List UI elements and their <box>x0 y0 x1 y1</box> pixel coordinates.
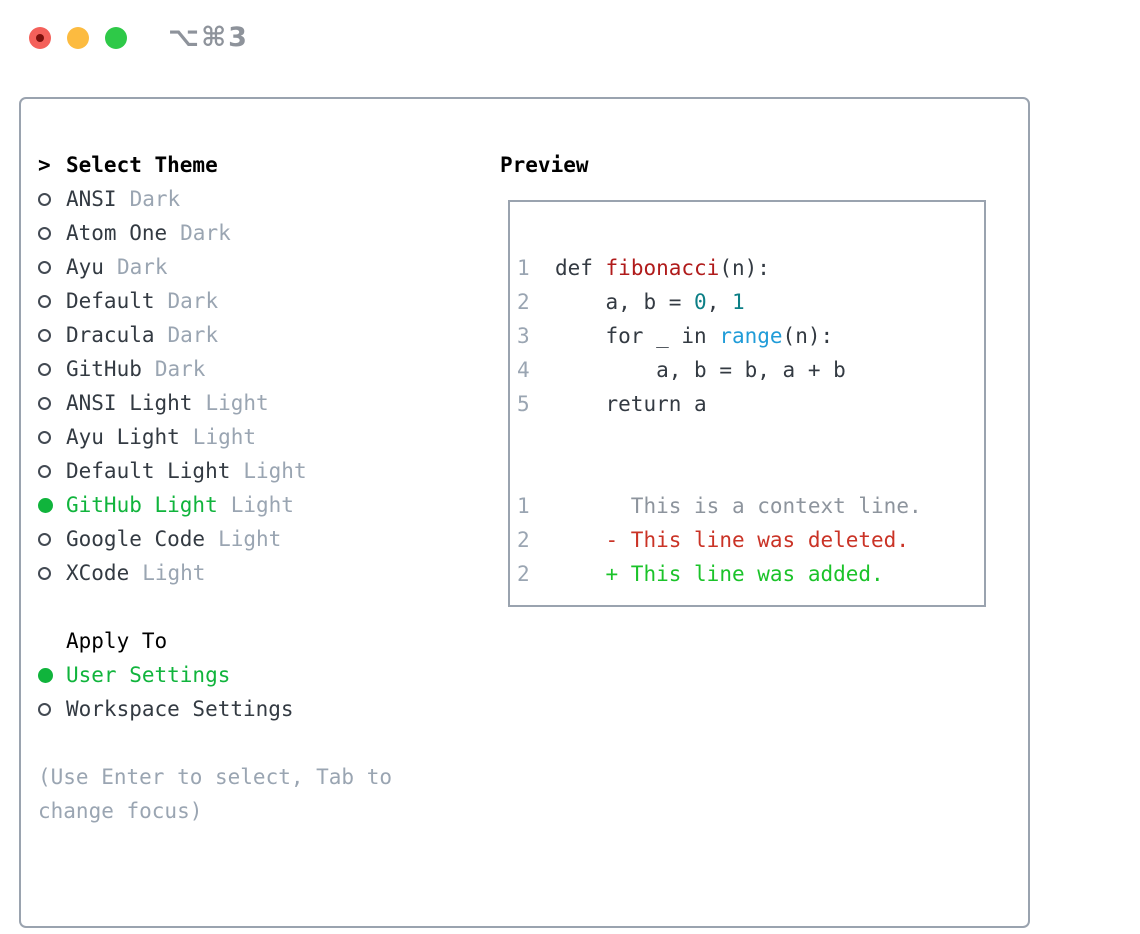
highlighted-code-sample: 1 def fibonacci(n): 2 a, b = 0, 1 3 for … <box>517 256 922 586</box>
radio-selected-icon <box>38 667 53 683</box>
apply-option-name: User Settings <box>66 663 231 687</box>
theme-name: Ayu <box>66 255 104 279</box>
theme-name: Default <box>66 289 155 313</box>
theme-option-ayu[interactable]: Ayu Dark <box>38 250 500 284</box>
apply-option-user-settings[interactable]: User Settings <box>38 658 500 692</box>
theme-variant-tag: Dark <box>180 221 231 245</box>
theme-option-atom-one[interactable]: Atom One Dark <box>38 216 500 250</box>
radio-unselected-icon <box>38 328 51 342</box>
theme-option-default-light[interactable]: Default Light Light <box>38 454 500 488</box>
radio-unselected-icon <box>38 294 51 308</box>
keyboard-hint-line1: (Use Enter to select, Tab to <box>38 765 393 789</box>
theme-option-google-code[interactable]: Google Code Light <box>38 522 500 556</box>
theme-variant-tag: Light <box>218 527 282 551</box>
unsaved-dot-icon <box>36 34 44 42</box>
radio-unselected-icon <box>38 192 51 206</box>
radio-unselected-icon <box>38 702 51 716</box>
close-icon[interactable] <box>29 27 51 49</box>
minimize-icon[interactable] <box>67 27 89 49</box>
theme-option-ansi[interactable]: ANSI Dark <box>38 182 500 216</box>
code-preview-box: 1 def fibonacci(n): 2 a, b = 0, 1 3 for … <box>508 200 986 607</box>
theme-option-dracula[interactable]: Dracula Dark <box>38 318 500 352</box>
theme-variant-tag: Light <box>205 391 269 415</box>
spacer <box>38 590 500 624</box>
theme-variant-tag: Dark <box>167 289 219 313</box>
titlebar: ⌥⌘3 <box>0 0 1140 75</box>
radio-unselected-icon <box>38 532 51 546</box>
radio-unselected-icon <box>38 260 51 274</box>
theme-variant-tag: Light <box>243 459 307 483</box>
apply-to-header: Apply To <box>38 624 500 658</box>
theme-option-github-light[interactable]: GitHub Light Light <box>38 488 500 522</box>
theme-name: Ayu Light <box>66 425 180 449</box>
radio-selected-icon <box>38 497 53 513</box>
radio-unselected-icon <box>38 464 51 478</box>
theme-variant-tag: Dark <box>167 323 219 347</box>
radio-unselected-icon <box>38 566 51 580</box>
spacer <box>38 726 500 760</box>
preview-title: Preview <box>500 153 589 177</box>
apply-option-name: Workspace Settings <box>66 697 294 721</box>
theme-option-ayu-light[interactable]: Ayu Light Light <box>38 420 500 454</box>
theme-variant-tag: Dark <box>116 255 168 279</box>
theme-variant-tag: Light <box>142 561 206 585</box>
window-title: ⌥⌘3 <box>168 22 249 53</box>
select-theme-header: > Select Theme <box>38 148 500 182</box>
theme-variant-tag: Light <box>230 493 294 517</box>
theme-name: ANSI <box>66 187 117 211</box>
theme-name: XCode <box>66 561 130 585</box>
theme-option-xcode[interactable]: XCode Light <box>38 556 500 590</box>
theme-name: GitHub <box>66 357 142 381</box>
zoom-icon[interactable] <box>105 27 127 49</box>
theme-option-ansi-light[interactable]: ANSI Light Light <box>38 386 500 420</box>
theme-name: GitHub Light <box>66 493 218 517</box>
radio-unselected-icon <box>38 430 51 444</box>
theme-name: Google Code <box>66 527 206 551</box>
theme-name: Dracula <box>66 323 155 347</box>
theme-variant-tag: Dark <box>154 357 206 381</box>
apply-option-workspace-settings[interactable]: Workspace Settings <box>38 692 500 726</box>
theme-option-default[interactable]: Default Dark <box>38 284 500 318</box>
radio-unselected-icon <box>38 396 51 410</box>
radio-unselected-icon <box>38 226 51 240</box>
theme-variant-tag: Light <box>192 425 257 449</box>
radio-unselected-icon <box>38 362 51 376</box>
preview-column: Preview 1 def fibonacci(n): 2 a, b = 0, … <box>500 148 1028 828</box>
theme-variant-tag: Dark <box>129 187 181 211</box>
select-theme-title: Select Theme <box>66 153 218 177</box>
cursor-caret-icon: > <box>38 153 51 177</box>
keyboard-hint-line2: change focus) <box>38 799 203 823</box>
theme-option-github[interactable]: GitHub Dark <box>38 352 500 386</box>
theme-name: Default Light <box>66 459 231 483</box>
apply-to-title: Apply To <box>66 629 168 653</box>
theme-name: Atom One <box>66 221 168 245</box>
theme-name: ANSI Light <box>66 391 193 415</box>
